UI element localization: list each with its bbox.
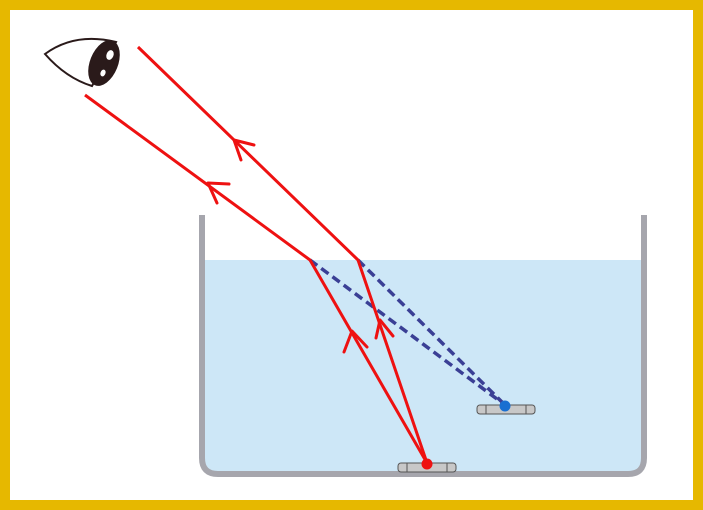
eye-icon — [43, 37, 120, 88]
arrowhead-icon — [374, 318, 395, 340]
water — [204, 260, 642, 471]
ray-left — [84, 93, 429, 464]
ray-right — [136, 45, 429, 464]
virtual-ray-2 — [356, 258, 507, 407]
arrowhead-icon — [232, 138, 256, 162]
real-object-point — [421, 458, 433, 470]
apparent-image-point — [499, 400, 511, 412]
container — [199, 215, 647, 477]
arrowhead-icon — [342, 329, 369, 354]
virtual-ray-1 — [308, 258, 507, 407]
arrowhead-icon — [206, 181, 231, 205]
